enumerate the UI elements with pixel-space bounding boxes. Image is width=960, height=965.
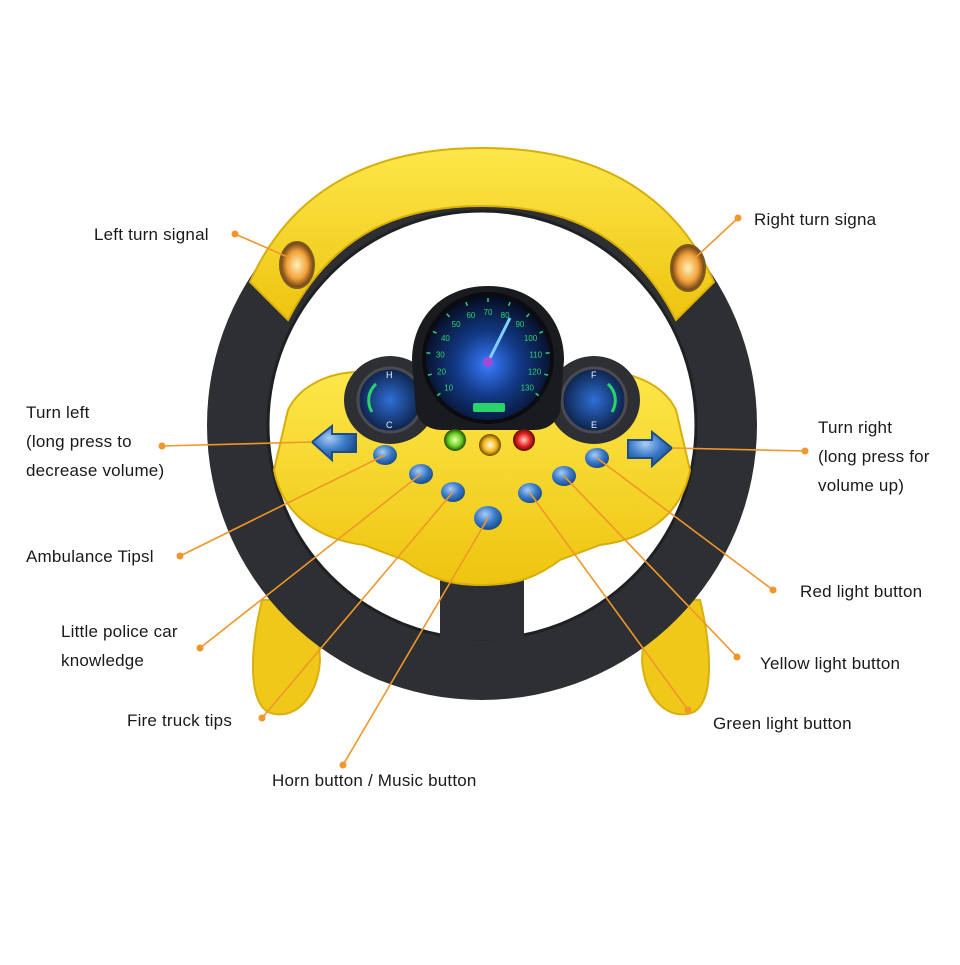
red-indicator-light xyxy=(513,429,535,451)
speedometer-tick-mark xyxy=(535,392,540,397)
speedometer-tick-label: 30 xyxy=(436,350,445,359)
label-turn-left-line-2: (long press to xyxy=(26,432,132,451)
leader-yellow-light xyxy=(563,475,738,658)
speedometer-tick-label: 110 xyxy=(529,350,542,359)
label-police: Little police car knowledge xyxy=(61,617,178,675)
yellow-indicator-light xyxy=(479,434,501,456)
speedometer-tick-label: 80 xyxy=(501,311,510,320)
leader-police xyxy=(199,473,422,649)
speedometer-tick-mark xyxy=(426,352,431,355)
label-right-turn-signal: Right turn signa xyxy=(754,210,877,229)
label-turn-right-line-3: volume up) xyxy=(818,476,905,495)
label-turn-left-line-1: Turn left xyxy=(26,403,90,422)
label-police-line-2: knowledge xyxy=(61,651,145,670)
leader-horn xyxy=(342,517,489,766)
gauge-left-bottom-label: C xyxy=(386,420,393,430)
label-left-turn-signal: Left turn signal xyxy=(94,225,209,244)
label-police-line-1: Little police car xyxy=(61,622,178,641)
speedometer-tick-label: 40 xyxy=(441,334,450,343)
speedometer-tick-label: 70 xyxy=(484,308,493,317)
speedometer-tick-label: 60 xyxy=(466,311,475,320)
speedometer-tick-label: 10 xyxy=(444,384,453,393)
leader-right-turn-signal xyxy=(694,217,739,259)
gauge-right-top-label: F xyxy=(591,370,597,380)
leader-dots xyxy=(158,214,809,769)
speedometer-tick-label: 130 xyxy=(521,384,535,393)
speedometer-tick-label: 100 xyxy=(524,334,538,343)
label-yellow-light: Yellow light button xyxy=(760,654,901,673)
leader-left-turn-signal xyxy=(234,233,291,259)
speedometer-tick-mark xyxy=(526,313,530,318)
leader-red-light xyxy=(596,457,774,591)
right-turn-signal-lamp xyxy=(670,244,706,292)
speedometer-display xyxy=(473,403,505,412)
label-turn-right: Turn right (long press for volume up) xyxy=(818,413,930,500)
leader-turn-right xyxy=(671,447,806,452)
yellow-top-arc xyxy=(248,146,716,322)
turn-right-button[interactable] xyxy=(627,429,674,469)
left-turn-signal-lamp xyxy=(279,241,315,289)
speedometer-tick-mark xyxy=(432,330,437,334)
label-fire-truck: Fire truck tips xyxy=(127,711,233,730)
leader-ambulance xyxy=(179,454,386,557)
label-green-light: Green light button xyxy=(713,714,852,733)
label-turn-right-line-2: (long press for xyxy=(818,447,930,466)
speedometer-needle xyxy=(486,317,512,363)
speedometer-tick-mark xyxy=(545,352,550,355)
speedometer-tick-label: 90 xyxy=(515,320,524,329)
green-indicator-light xyxy=(444,429,466,451)
speedometer-tick-mark xyxy=(539,330,544,334)
leader-turn-left xyxy=(161,441,313,447)
leader-green-light xyxy=(529,492,689,711)
label-turn-left: Turn left (long press to decrease volume… xyxy=(26,398,164,485)
leader-lines xyxy=(161,217,806,766)
speedometer-tick-mark xyxy=(427,373,432,376)
gauge-right-bottom-label: E xyxy=(591,420,597,430)
speedometer-tick-label: 50 xyxy=(452,320,461,329)
label-horn: Horn button / Music button xyxy=(272,771,477,790)
speedometer-tick-label: 120 xyxy=(528,368,542,377)
speedometer-tick-mark xyxy=(507,301,511,307)
turn-left-button[interactable] xyxy=(310,423,357,463)
label-red-light: Red light button xyxy=(800,582,923,601)
label-ambulance: Ambulance Tipsl xyxy=(26,547,154,566)
label-turn-left-line-3: decrease volume) xyxy=(26,461,165,480)
gauge-left-top-label: H xyxy=(386,370,393,380)
leader-fire-truck xyxy=(261,491,454,719)
speedometer-tick-mark xyxy=(436,392,441,397)
speedometer-tick-label: 20 xyxy=(437,368,446,377)
speedometer-tick-mark xyxy=(544,373,549,376)
speedometer-tick-mark xyxy=(446,313,450,318)
speedometer-tick-mark xyxy=(465,301,469,307)
label-turn-right-line-1: Turn right xyxy=(818,418,893,437)
